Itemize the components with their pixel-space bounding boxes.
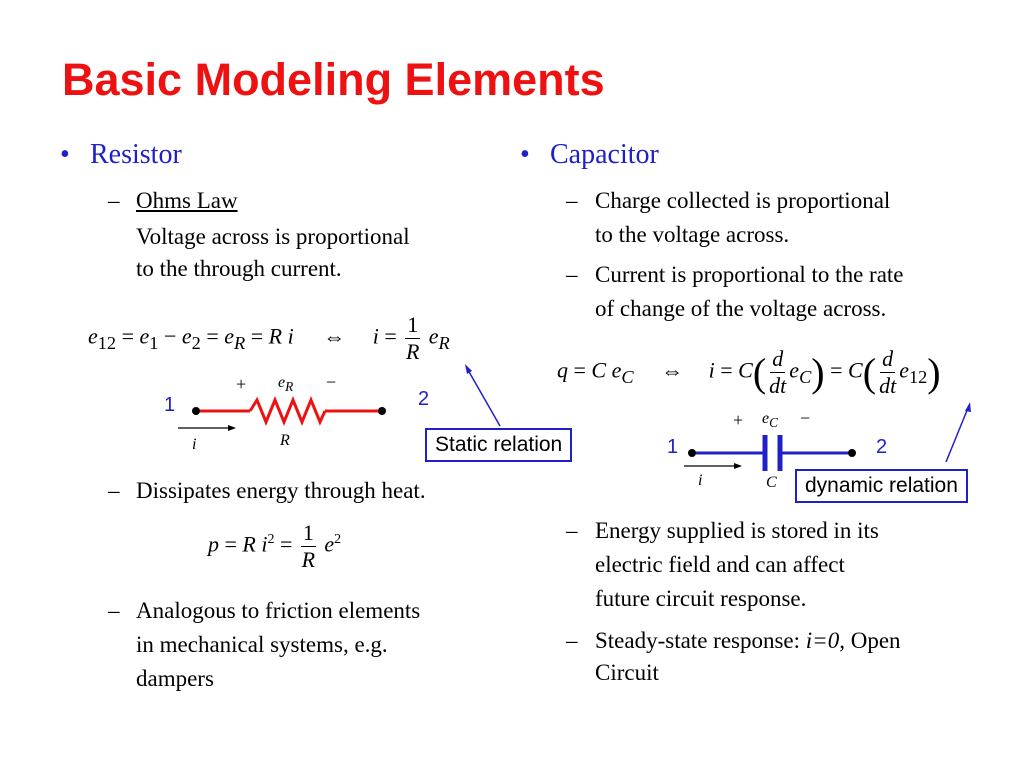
resistor-node-1: 1 [164,394,176,416]
capacitor-current-label: i [698,472,703,489]
minus-sign: − [326,372,337,392]
dash-icon: – [108,478,120,503]
current-line2: of change of the voltage across. [595,296,887,321]
plus-sign: + [236,374,247,394]
dash-icon: – [108,188,120,213]
capacitor-voltage-label: eC [762,410,778,431]
current-line1: Current is proportional to the rate [595,262,904,287]
dissipates-energy-text: Dissipates energy through heat. [136,478,426,503]
heading-resistor-text: Resistor [90,139,182,170]
dash-icon: – [566,628,578,653]
capacitor-terminal-2 [848,449,856,457]
heading-capacitor-text: Capacitor [550,139,659,170]
steady-state-text: Steady-state response: [595,628,806,653]
steady-state-open: Open [844,628,901,653]
dash-icon: – [566,262,578,287]
dash-icon: – [566,188,578,213]
resistor-desc-line1: Voltage across is proportional [136,224,410,249]
resistor-node-2: 2 [418,388,430,410]
resistor-arrowhead [228,425,236,431]
resistor-zigzag [248,396,327,426]
steady-state-line1: Steady-state response: i=0, Open [595,624,901,658]
resistor-terminal-2 [378,407,386,415]
resistor-terminal-1 [192,407,200,415]
charge-line1: Charge collected is proportional [595,188,891,213]
charge-line2: to the voltage across. [595,222,790,247]
dash-icon: – [566,518,578,543]
bullet-icon: • [60,139,70,170]
plus-sign: + [733,410,744,430]
dynamic-pointer-line [945,407,969,463]
capacitor-node-1: 1 [667,436,679,458]
slide-title: Basic Modeling Elements [62,54,605,105]
static-pointer-arrowhead [465,364,472,374]
steady-state-current: i=0, [805,628,845,653]
analogous-line1: Analogous to friction elements [136,598,421,623]
capacitor-arrowhead [734,463,742,469]
dash-icon: – [108,598,120,623]
heading-resistor: • Resistor [60,138,182,172]
energy-line2: electric field and can affect [595,552,845,577]
analogous-line2: in mechanical systems, e.g. [136,632,388,657]
heading-capacitor: • Capacitor [520,138,659,172]
dynamic-relation-callout: dynamic relation [795,469,968,503]
steady-state-line2: Circuit [595,660,659,685]
analogous-line3: dampers [136,666,214,691]
bullet-icon: • [520,139,530,170]
resistor-symbol-label: R [280,432,290,449]
dynamic-pointer-arrowhead [965,402,971,412]
ohms-law-label: Ohms Law [136,188,238,213]
capacitor-terminal-1 [688,449,696,457]
minus-sign: − [800,408,811,428]
static-pointer-line [467,369,501,427]
capacitor-symbol-label: C [766,474,777,491]
capacitor-node-2: 2 [876,436,888,458]
resistor-current-label: i [192,436,197,453]
resistor-voltage-label: eR [278,374,294,395]
static-relation-callout: Static relation [425,428,573,462]
energy-line1: Energy supplied is stored in its [595,518,879,543]
energy-line3: future circuit response. [595,586,807,611]
resistor-desc-line2: to the through current. [136,256,342,281]
